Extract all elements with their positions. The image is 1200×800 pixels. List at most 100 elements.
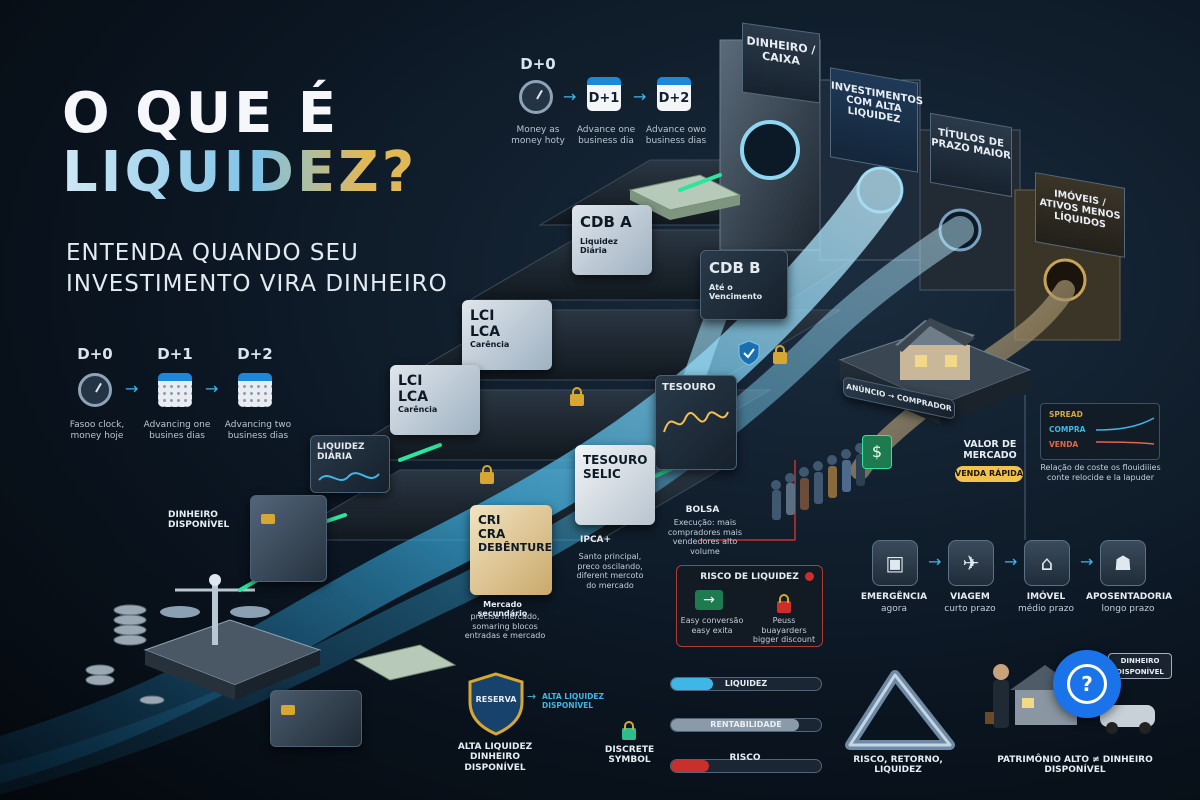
- bars-caption: RISCO: [729, 753, 761, 763]
- goal-aposentadoria-sub: longo prazo: [1101, 604, 1155, 614]
- timeline-left-caption-d0: Fasoo clock, money hoje: [69, 420, 125, 441]
- bar-rentabilidade-label: RENTABILIDADE: [710, 720, 782, 729]
- hero-subtitle: ENTENDA QUANDO SEU INVESTIMENTO VIRA DIN…: [66, 238, 448, 300]
- timeline-left-caption-d1: Advancing one busines dias: [143, 420, 211, 441]
- label-dinheiro-disponivel: DINHEIRO DISPONÍVEL: [168, 510, 230, 531]
- goal-emergencia-title: EMERGÊNCIA: [860, 592, 928, 602]
- bar-liquidez-fill: [671, 678, 713, 690]
- credit-card-icon: [270, 690, 362, 747]
- lock-icon: [773, 345, 787, 364]
- clock-icon: [519, 80, 553, 114]
- briefcase-icon: ▣: [872, 540, 918, 586]
- discrete-symbol-label: DISCRETE SYMBOL: [604, 745, 655, 766]
- risco-liquidez-title: RISCO DE LIQUIDEZ: [700, 572, 799, 582]
- price-chart-icon: [663, 411, 729, 433]
- label-bolsa: BOLSA: [685, 505, 720, 515]
- label-valor-mercado: VALOR DE MERCADO: [960, 439, 1020, 462]
- elderly-person-icon: ☗: [1100, 540, 1146, 586]
- chat-help-button[interactable]: ?: [1053, 650, 1121, 718]
- card-cri-cra: CRI CRA DEBÊNTURE: [470, 505, 552, 595]
- column-label-alta-liquidez: INVESTIMENTOS COM ALTA LIQUIDEZ: [830, 67, 923, 173]
- column-label-dinheiro-caixa: DINHEIRO / CAIXA: [742, 22, 820, 104]
- hero-title-line2: LIQUIDEZ?: [62, 139, 418, 205]
- reserva-caption-line2: DINHEIRO DISPONÍVEL: [464, 752, 526, 773]
- house-illustration: [895, 318, 975, 380]
- bar-liquidez: LIQUIDEZ: [670, 677, 822, 691]
- goals-row: ▣ → ✈ → ⌂ → ☗ EMERGÊNCIA agora VIAGEM cu…: [860, 540, 1180, 620]
- arrow-right-icon: →: [1004, 552, 1018, 571]
- goal-viagem-sub: curto prazo: [944, 604, 996, 614]
- card-lci-2-line2: LCA: [398, 389, 429, 405]
- reserva-side-label: ALTA LIQUIDEZ DISPONÍVEL: [542, 692, 604, 710]
- tradeoff-bars: LIQUIDEZ RENTABILIDADE: [670, 677, 822, 773]
- timeline-left-label-d1: D+1: [157, 345, 193, 363]
- arrow-right-icon: →: [928, 552, 942, 571]
- card-lci-2-sub: Carência: [398, 405, 438, 414]
- calendar-d1-icon: D+1: [587, 77, 621, 111]
- hero-title-line1: O QUE É: [62, 81, 340, 146]
- label-mercado-secundario: Mercado secundário: [477, 600, 528, 619]
- spread-row-compra: COMPRA: [1049, 425, 1086, 434]
- spread-caption: Relação de coste os flouidiiies conte re…: [1040, 463, 1161, 482]
- timeline-top-caption-d1: Advance one business dia: [576, 125, 636, 146]
- timeline-top-caption-d2: Advance owo business dias: [645, 125, 707, 146]
- card-lci-1-line2: LCA: [470, 324, 501, 340]
- hero-title: O QUE É LIQUIDEZ?: [62, 81, 418, 205]
- airplane-icon: ✈: [948, 540, 994, 586]
- label-ipca: IPCA+: [580, 535, 612, 545]
- label-valor-mercado-line1: VALOR DE: [963, 439, 1017, 450]
- card-lci-1-line1: LCI: [470, 308, 495, 324]
- patrimonio-caption: PATRIMÔNIO ALTO ≠ DINHEIRO DISPONÍVEL: [997, 755, 1153, 776]
- balance-scale: [143, 574, 322, 700]
- card-cdb-a: CDB A Liquidez Diária: [572, 205, 652, 275]
- arrow-right-icon: →: [205, 379, 219, 398]
- cash-stack: [353, 174, 742, 681]
- lock-icon: [480, 465, 494, 484]
- shield-check-icon: [738, 340, 760, 366]
- coin-stack: [85, 604, 165, 705]
- card-cri-line3: DEBÊNTURE: [478, 541, 553, 554]
- wave-line-icon: [318, 472, 380, 481]
- label-ipca-note: Santo principal, preco oscilando, difere…: [576, 552, 644, 590]
- arrow-right-icon: →: [1080, 552, 1094, 571]
- card-cri-line1: CRI: [478, 513, 501, 527]
- timeline-top-label-d0: D+0: [520, 55, 556, 73]
- card-tesouro: TESOURO: [655, 375, 737, 470]
- arrow-right-icon: →: [563, 87, 577, 106]
- label-valor-mercado-line2: MERCADO: [963, 449, 1017, 461]
- people-queue: [771, 443, 865, 520]
- spread-lines-icon: [1096, 417, 1155, 445]
- alert-dot-icon: [805, 572, 814, 581]
- card-cdb-a-subtitle: Liquidez Diária: [580, 237, 618, 255]
- calendar-icon: [158, 373, 192, 407]
- spread-row-spread: SPREAD: [1049, 410, 1083, 419]
- card-cdb-a-title: CDB A: [580, 213, 632, 231]
- reserva-shield-label: RESERVA: [475, 695, 517, 704]
- triangle-caption: RISCO, RETORNO, LIQUIDEZ: [853, 755, 943, 776]
- risco-liquidez-right-caption: Peuss buayarders bigger discount: [752, 616, 816, 645]
- goal-aposentadoria-title: APOSENTADORIA: [1086, 592, 1173, 602]
- column-label-titulos-prazo: TÍTULOS DE PRAZO MAIOR: [930, 112, 1012, 198]
- badge-venda-rapida: VENDA RÁPIDA: [955, 466, 1023, 482]
- reserva-caption: ALTA LIQUIDEZ DINHEIRO DISPONÍVEL: [445, 742, 545, 773]
- card-lci-2-line1: LCI: [398, 373, 423, 389]
- bar-risco-fill: [671, 760, 709, 772]
- spread-row-venda: VENDA: [1049, 440, 1079, 449]
- bar-risco: [670, 759, 822, 773]
- arrow-right-icon: →: [633, 87, 647, 106]
- timeline-left-caption-d2: Advancing two business dias: [224, 420, 292, 441]
- credit-card-icon: [250, 495, 327, 582]
- reserva-shield-icon: [468, 672, 524, 736]
- arrow-right-icon: →: [125, 379, 139, 398]
- card-tesouro-selic-line2: SELIC: [583, 467, 621, 481]
- timeline-left-label-d2: D+2: [237, 345, 273, 363]
- timeline-top-caption-d0: Money as money hoty: [511, 125, 565, 146]
- timeline-left: D+0 D+1 D+2 → → Fasoo clock, money hoje …: [70, 345, 300, 455]
- card-cdb-b-title: CDB B: [709, 259, 761, 277]
- card-cdb-b-subtitle: Até o Vencimento: [709, 283, 763, 301]
- lock-icon: [622, 721, 636, 740]
- patrimonio-tag-line2: DISPONÍVEL: [1116, 668, 1164, 676]
- goal-viagem-title: VIAGEM: [950, 592, 990, 602]
- calendar-icon: [238, 373, 272, 407]
